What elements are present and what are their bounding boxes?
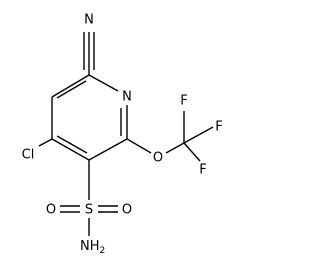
bond-c4-c3-double [56, 135, 88, 154]
atom-fluorine-top: F [180, 94, 187, 109]
atom-ether-oxygen: O [153, 151, 163, 166]
bond-c6-c5 [51, 74, 90, 98]
atom-chlorine: Cl [22, 148, 35, 163]
bond-o-cf3 [165, 142, 185, 154]
chemical-structure-diagram: N N O F F F Cl S O O NH2 [22, 13, 223, 256]
bond-c3-c2 [88, 138, 128, 161]
atom-fluorine-right: F [215, 120, 222, 135]
atom-sulfonyl-oxygen-right: O [122, 203, 132, 218]
bond-cf3-f-right [183, 126, 214, 144]
atom-sulfonyl-oxygen-left: O [46, 203, 56, 218]
bond-cf3-f-bottom [183, 142, 201, 162]
bond-c4-cl-sub [38, 138, 53, 147]
atom-amine-nh-main: NH [80, 239, 100, 254]
bond-c6-c5-double [56, 80, 87, 99]
atom-amine-nh-subscript: 2 [100, 246, 106, 256]
atom-fluorine-bottom: F [199, 163, 206, 178]
bond-c2-o [126, 138, 152, 154]
atom-cyano-nitrogen: N [84, 13, 94, 28]
atom-amine-nh: NH2 [80, 239, 105, 256]
bond-n1-c6 [88, 74, 119, 92]
bond-c4-c3 [51, 138, 90, 161]
atom-ring-nitrogen: N [122, 90, 132, 105]
atom-sulfur: S [85, 203, 93, 218]
